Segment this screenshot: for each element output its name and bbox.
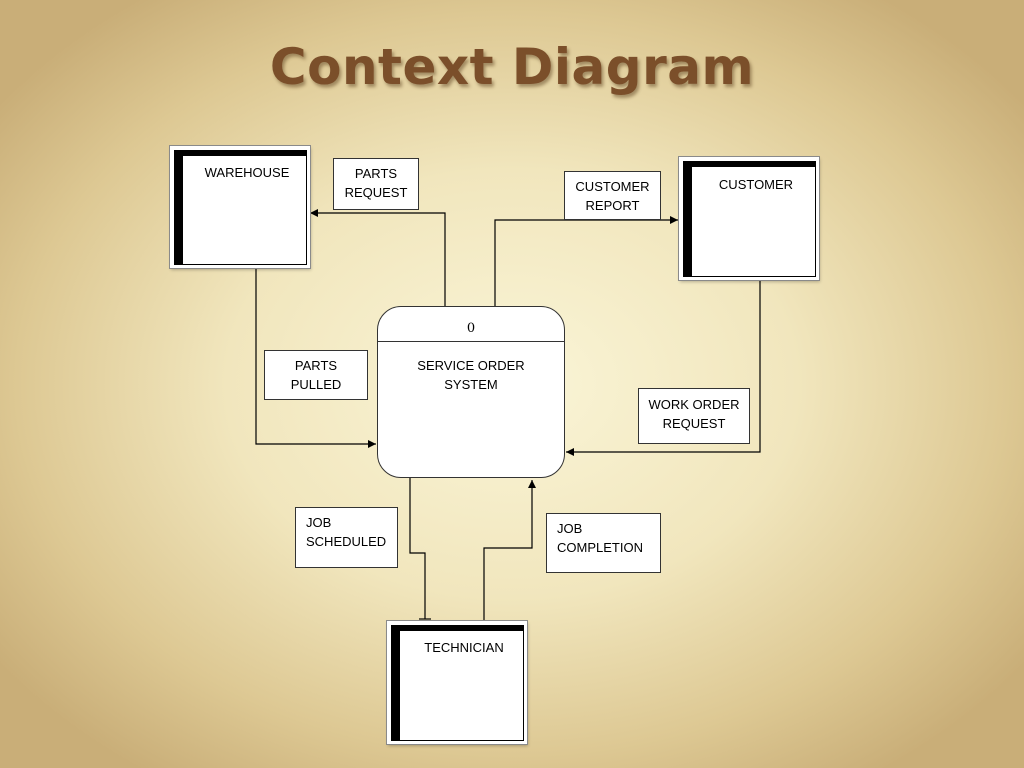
flow-line-work-order-request: [566, 280, 761, 456]
flow-label-line: REQUEST: [344, 185, 408, 200]
flow-line-job-completion: [483, 480, 536, 620]
flow-line-parts-request: [310, 209, 446, 306]
entity-frame: [683, 161, 816, 277]
slide-title: Context Diagram: [269, 38, 755, 96]
entity-warehouse[interactable]: WAREHOUSE: [170, 146, 310, 268]
process-number: 0: [466, 321, 476, 336]
flow-label-customer-report: CUSTOMER REPORT: [564, 171, 661, 220]
entity-frame: [391, 625, 524, 741]
flow-line-job-scheduled: [409, 478, 426, 619]
flow-line-customer-report: [494, 216, 678, 306]
process-name: SERVICE ORDER SYSTEM: [378, 356, 564, 394]
flow-label-line: COMPLETION: [557, 540, 643, 555]
flow-label-line: WORK ORDER: [648, 397, 740, 412]
flow-label-work-order-request: WORK ORDER REQUEST: [638, 388, 750, 444]
flow-label-parts-pulled: PARTS PULLED: [264, 350, 368, 400]
entity-customer[interactable]: CUSTOMER: [679, 157, 819, 280]
flow-label-line: CUSTOMER: [575, 179, 650, 194]
flow-label-parts-request: PARTS REQUEST: [333, 158, 419, 210]
flow-label-line: PARTS: [294, 358, 338, 373]
flow-label-job-scheduled: JOB SCHEDULED: [295, 507, 398, 568]
process-name-line2: SYSTEM: [444, 377, 498, 392]
flow-line-parts-pulled: [255, 268, 376, 448]
flow-label-job-completion: JOB COMPLETION: [546, 513, 661, 573]
entity-technician-label: TECHNICIAN: [424, 640, 504, 655]
process-service-order-system[interactable]: 0 SERVICE ORDER SYSTEM: [377, 306, 565, 478]
flow-label-line: PARTS: [354, 166, 398, 181]
flow-label-line: JOB: [306, 515, 332, 530]
flow-label-line: PULLED: [290, 377, 342, 392]
flow-label-line: REPORT: [585, 198, 640, 213]
flow-label-line: REQUEST: [662, 416, 726, 431]
entity-technician[interactable]: TECHNICIAN: [387, 621, 527, 744]
entity-frame: [174, 150, 307, 265]
entity-customer-label: CUSTOMER: [718, 177, 794, 192]
process-divider: [378, 341, 564, 342]
process-name-line1: SERVICE ORDER: [417, 358, 525, 373]
entity-warehouse-label: WAREHOUSE: [204, 165, 290, 180]
flow-label-line: JOB: [557, 521, 583, 536]
flow-label-line: SCHEDULED: [306, 534, 387, 549]
